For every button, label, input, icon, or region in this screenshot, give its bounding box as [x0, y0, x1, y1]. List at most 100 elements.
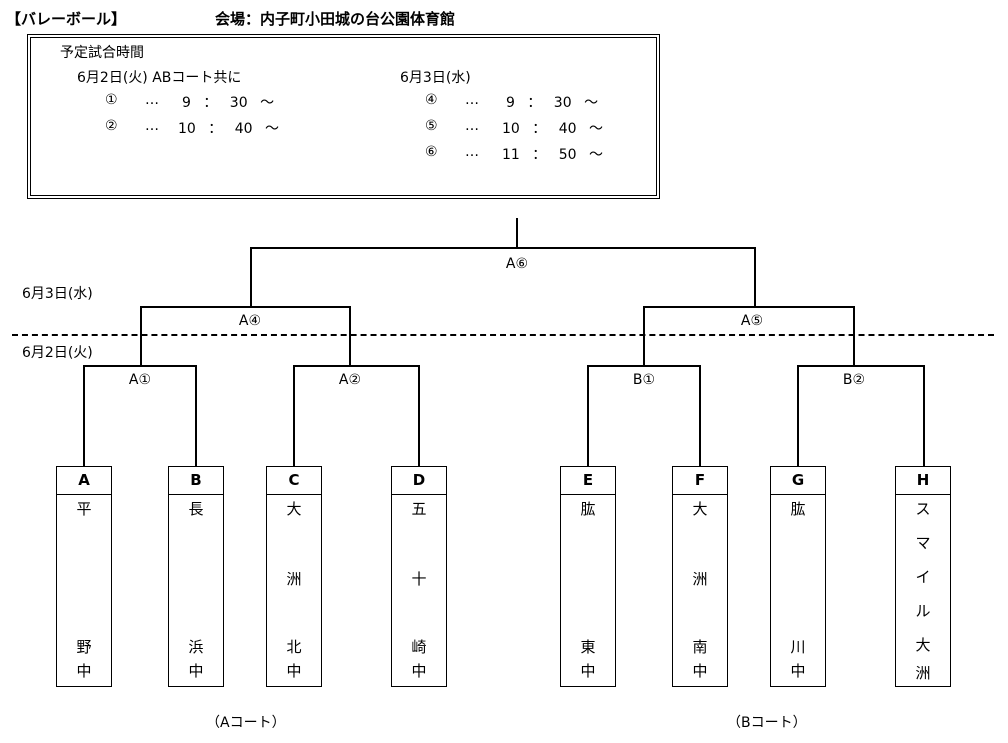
team-name-char: 浜	[188, 638, 204, 656]
bracket-line	[754, 247, 756, 307]
match-label-a2: A②	[335, 372, 365, 388]
team-name-char: 南	[692, 638, 708, 656]
team-name-char: 中	[790, 662, 806, 680]
team-letter: D	[392, 467, 446, 495]
bracket-line	[699, 365, 701, 466]
schedule-row-dots: …	[145, 92, 159, 108]
bracket-line	[250, 247, 755, 249]
bracket-line	[418, 365, 420, 466]
team-box-h: H ス マ イ ル 大 洲	[895, 466, 951, 687]
team-box-e: E 肱 東 中	[560, 466, 616, 687]
team-name-char: 五	[411, 500, 427, 518]
team-name-char: 大	[692, 500, 708, 518]
bracket-line	[587, 365, 700, 367]
team-letter: H	[896, 467, 950, 495]
team-name-char: 大	[915, 636, 931, 654]
team-name-char: 中	[411, 662, 427, 680]
bracket-line	[516, 218, 518, 247]
team-name-char: 洲	[692, 570, 708, 588]
bracket-line	[643, 306, 854, 308]
day-divider	[12, 334, 994, 336]
team-name-char: 洲	[286, 570, 302, 588]
schedule-row-dots: …	[145, 118, 159, 134]
team-letter: F	[673, 467, 727, 495]
team-box-c: C 大 洲 北 中	[266, 466, 322, 687]
schedule-row-num: ⑤	[425, 118, 438, 134]
schedule-row-num: ①	[105, 92, 118, 108]
category-title: 【バレーボール】	[6, 10, 127, 28]
team-box-b: B 長 浜 中	[168, 466, 224, 687]
bracket-line	[293, 365, 295, 466]
match-label-final: A⑥	[502, 256, 532, 272]
team-name-char: 長	[188, 500, 204, 518]
team-name-char: イ	[915, 568, 931, 586]
team-name-char: 中	[692, 662, 708, 680]
bracket-line	[293, 365, 419, 367]
team-name-char: マ	[915, 534, 931, 552]
team-name-char: 平	[76, 500, 92, 518]
bracket-line	[349, 306, 351, 366]
team-name-char: 大	[286, 500, 302, 518]
bracket-line	[83, 365, 196, 367]
schedule-day2-label: 6月3日(水)	[400, 70, 471, 86]
schedule-row-num: ④	[425, 92, 438, 108]
team-name-char: 洲	[915, 664, 931, 682]
schedule-row-time: 10 ： 40 〜	[502, 121, 603, 137]
team-name-char: 中	[580, 662, 596, 680]
match-label-b1: B①	[629, 372, 659, 388]
bracket-line	[140, 306, 350, 308]
bracket-line	[643, 306, 645, 366]
team-box-a: A 平 野 中	[56, 466, 112, 687]
schedule-row-dots: …	[465, 118, 479, 134]
match-label-semi-right: A⑤	[737, 313, 767, 329]
schedule-row-time: 9 ： 30 〜	[182, 95, 275, 111]
schedule-row-num: ⑥	[425, 144, 438, 160]
team-name-char: 崎	[411, 638, 427, 656]
date-label-day1: 6月2日(火)	[22, 345, 93, 361]
team-name-char: 北	[286, 638, 302, 656]
bracket-line	[797, 365, 924, 367]
schedule-row-time: 10 ： 40 〜	[178, 121, 279, 137]
bracket-line	[140, 306, 142, 366]
schedule-row-dots: …	[465, 92, 479, 108]
schedule-day1-label: 6月2日(火) ABコート共に	[77, 70, 242, 86]
team-name-char: 東	[580, 638, 596, 656]
team-box-g: G 肱 川 中	[770, 466, 826, 687]
bracket-line	[923, 365, 925, 466]
schedule-row-num: ②	[105, 118, 118, 134]
team-letter: G	[771, 467, 825, 495]
date-label-day2: 6月3日(水)	[22, 286, 93, 302]
bracket-line	[83, 365, 85, 466]
bracket-line	[195, 365, 197, 466]
team-name-char: 中	[286, 662, 302, 680]
venue-title: 会場：内子町小田城の台公園体育館	[215, 10, 456, 28]
team-name-char: 肱	[790, 500, 806, 518]
bracket-line	[587, 365, 589, 466]
team-box-d: D 五 十 崎 中	[391, 466, 447, 687]
team-name-char: 肱	[580, 500, 596, 518]
match-label-b2: B②	[839, 372, 869, 388]
team-name-char: 中	[76, 662, 92, 680]
schedule-box	[27, 34, 660, 199]
match-label-semi-left: A④	[235, 313, 265, 329]
team-name-char: ル	[915, 602, 931, 620]
team-name-char: 川	[790, 638, 806, 656]
team-letter: E	[561, 467, 615, 495]
bracket-line	[797, 365, 799, 466]
team-letter: A	[57, 467, 111, 495]
schedule-row-time: 11 ： 50 〜	[502, 147, 603, 163]
schedule-row-time: 9 ： 30 〜	[506, 95, 599, 111]
court-label-b: （Bコート）	[727, 715, 807, 731]
team-letter: C	[267, 467, 321, 495]
match-label-a1: A①	[125, 372, 155, 388]
schedule-title: 予定試合時間	[60, 45, 144, 61]
team-name-char: 十	[411, 570, 427, 588]
bracket-line	[853, 306, 855, 366]
schedule-row-dots: …	[465, 144, 479, 160]
team-name-char: 中	[188, 662, 204, 680]
team-letter: B	[169, 467, 223, 495]
team-name-char: 野	[76, 638, 92, 656]
team-box-f: F 大 洲 南 中	[672, 466, 728, 687]
bracket-line	[250, 247, 252, 307]
team-name-char: ス	[915, 500, 931, 518]
